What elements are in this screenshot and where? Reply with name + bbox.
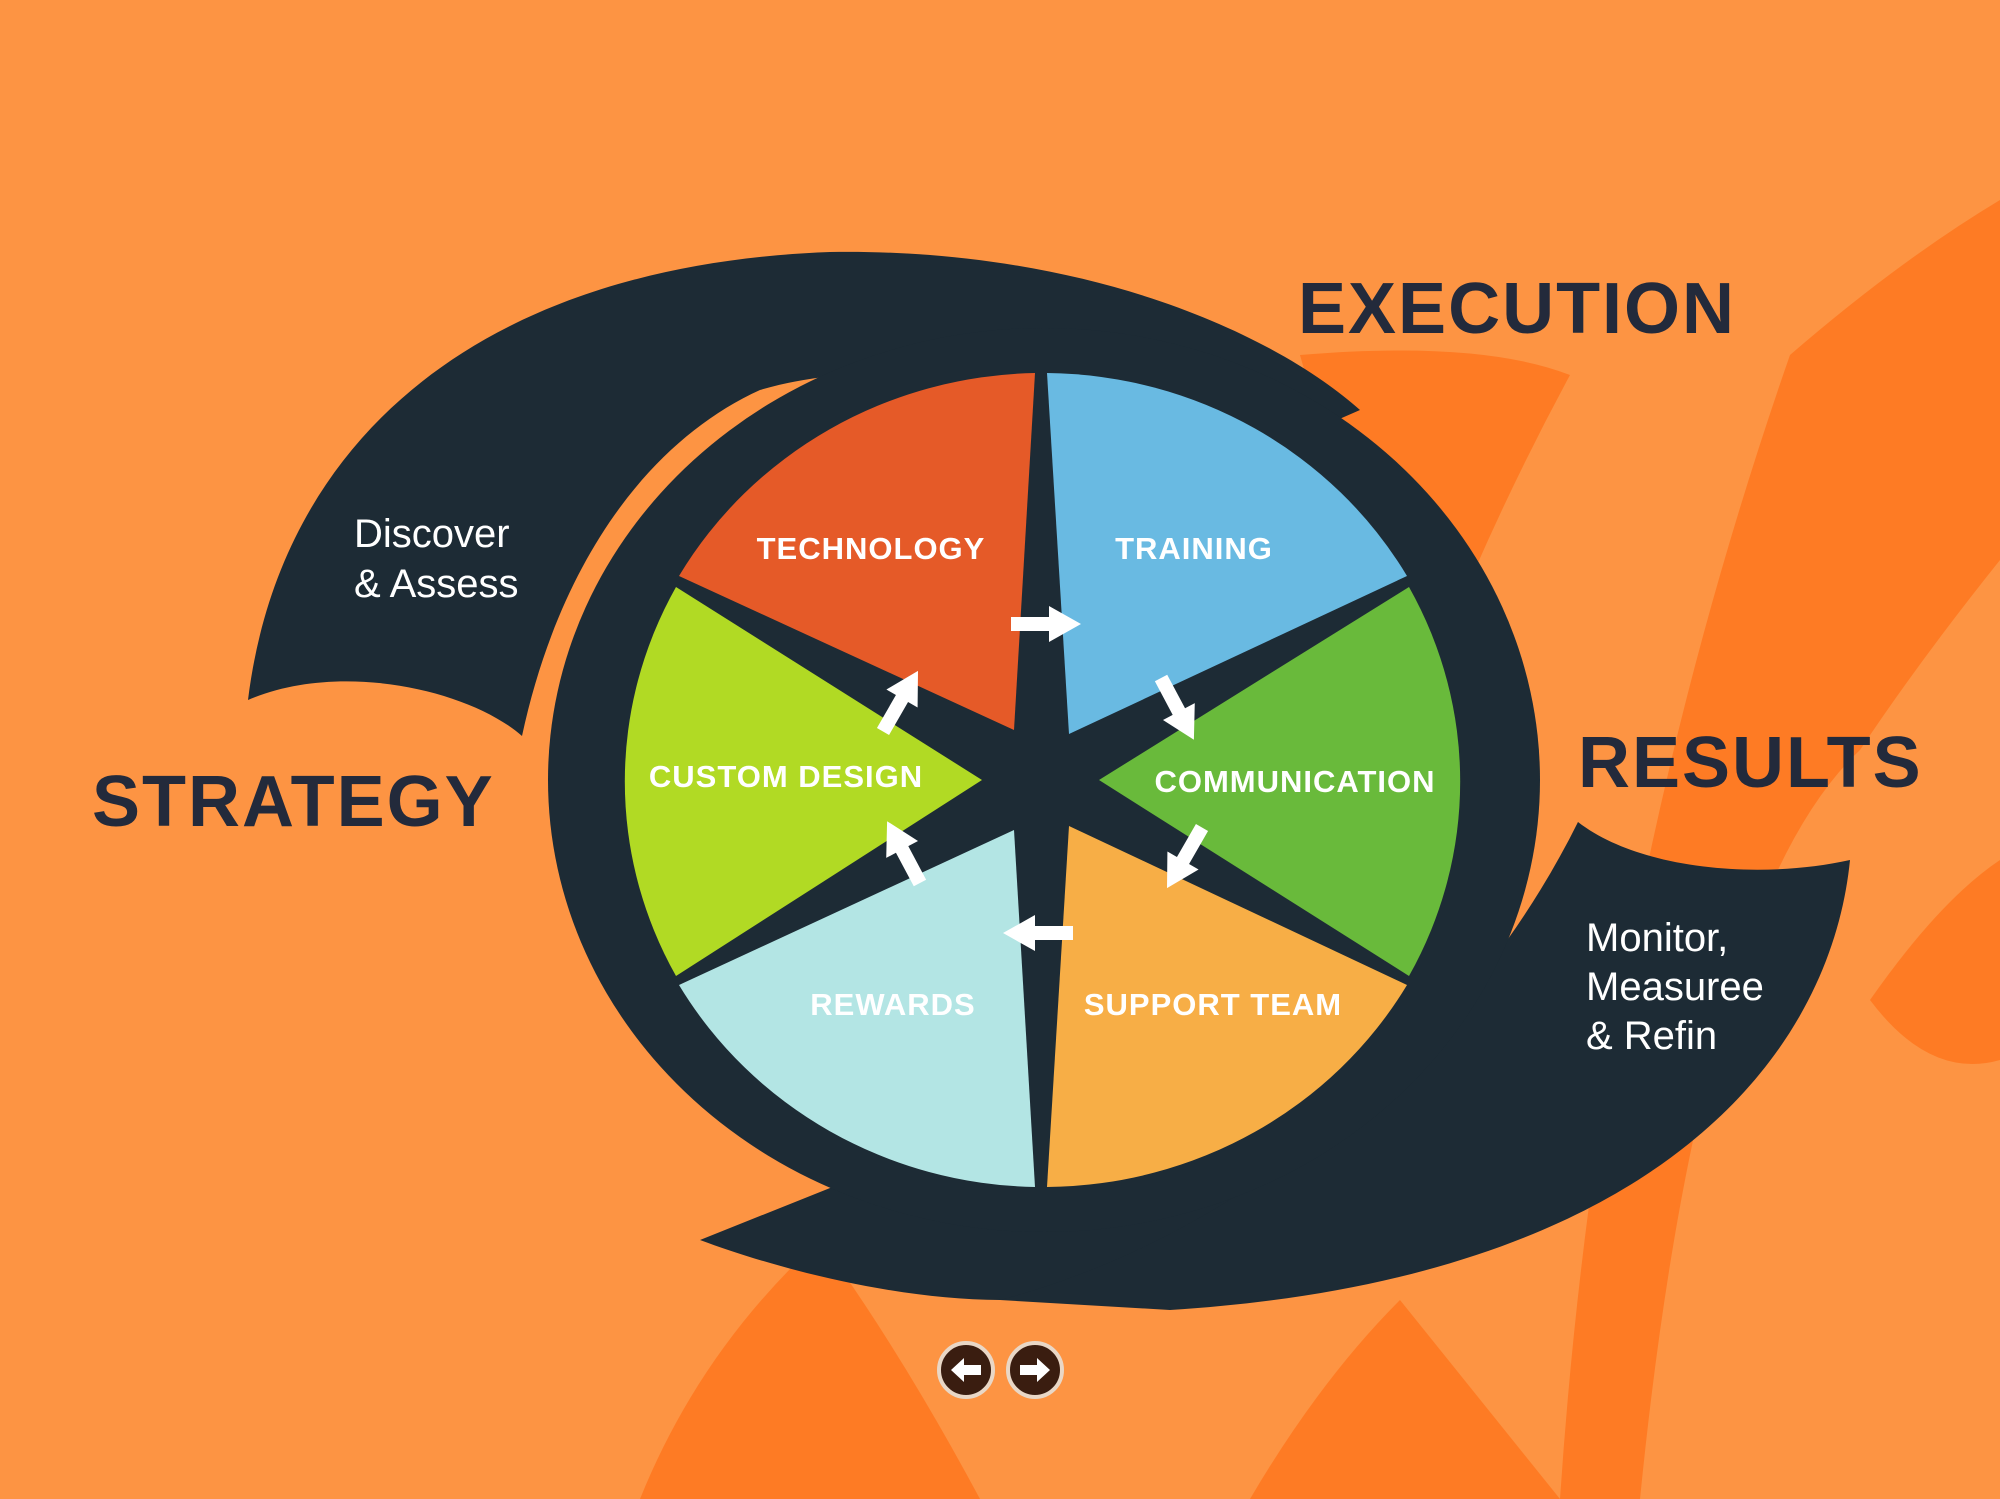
phase-title-strategy: STRATEGY [92, 762, 495, 842]
segments [624, 373, 1461, 1187]
prev-slide-button[interactable] [937, 1341, 995, 1399]
arrow-right-icon [1020, 1358, 1050, 1382]
phase-title-execution: EXECUTION [1298, 269, 1736, 349]
arrow-left-icon [951, 1358, 981, 1382]
arrow-icon [1011, 606, 1081, 642]
results-subtext-line-3: & Refin [1586, 1014, 1717, 1058]
segment-support-team[interactable] [1047, 826, 1407, 1187]
results-subtext-line-2: Measuree [1586, 965, 1764, 1009]
segment-label-support-team: SUPPORT TEAM [1084, 987, 1342, 1022]
arrow-icon [1003, 915, 1073, 951]
segment-training[interactable] [1047, 373, 1407, 734]
segment-label-technology: TECHNOLOGY [757, 531, 986, 566]
flow-arrows [876, 606, 1209, 951]
arrow-icon [876, 670, 918, 735]
phase-title-results: RESULTS [1578, 723, 1923, 803]
segment-communication[interactable] [1099, 587, 1461, 976]
segment-custom-design[interactable] [624, 587, 982, 976]
arrow-icon [1154, 674, 1195, 740]
segment-rewards[interactable] [679, 830, 1035, 1187]
segment-label-communication: COMMUNICATION [1154, 764, 1435, 799]
strategy-subtext-line-1: Discover [354, 512, 510, 556]
strategy-subtext-line-2: & Assess [354, 562, 519, 606]
arrow-icon [1167, 824, 1209, 889]
segment-technology[interactable] [679, 373, 1035, 730]
segment-label-custom-design: CUSTOM DESIGN [649, 759, 923, 794]
results-subtext-line-1: Monitor, [1586, 916, 1728, 960]
next-slide-button[interactable] [1006, 1341, 1064, 1399]
segment-label-rewards: REWARDS [810, 987, 975, 1022]
segment-label-training: TRAINING [1115, 531, 1273, 566]
arrow-icon [886, 821, 927, 887]
